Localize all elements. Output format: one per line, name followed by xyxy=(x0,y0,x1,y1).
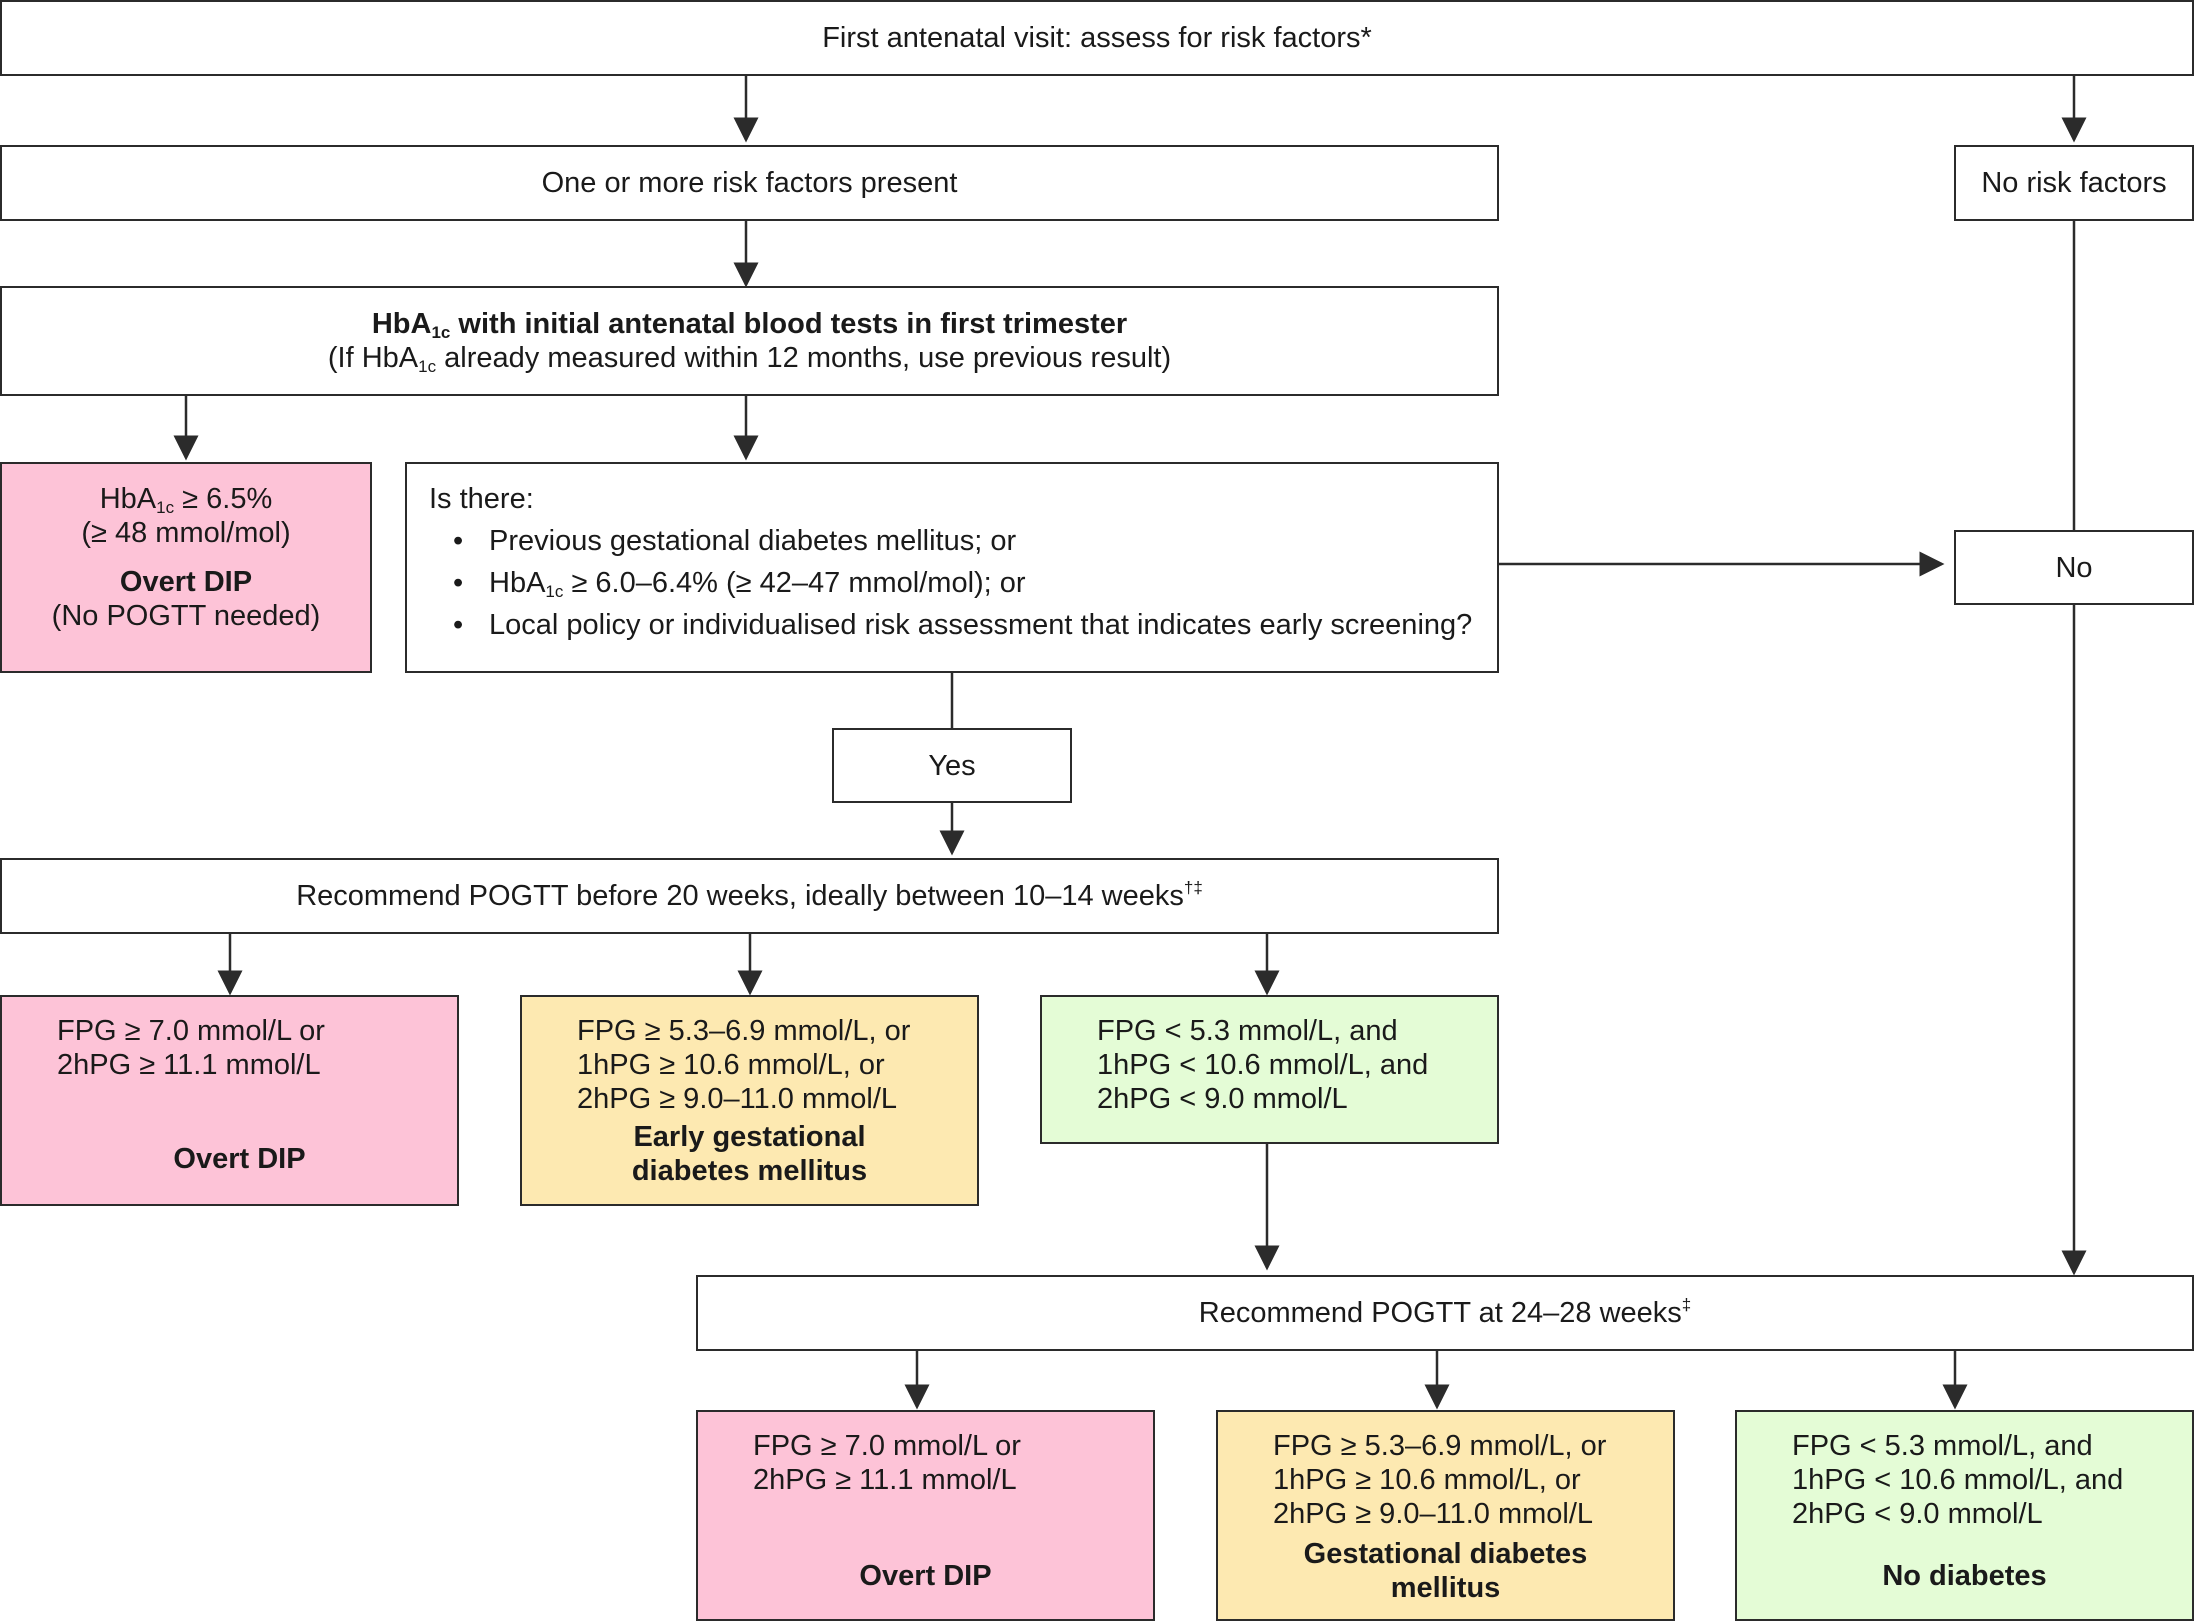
start-box: First antenatal visit: assess for risk f… xyxy=(0,0,2194,76)
overt-early-note: (No POGTT needed) xyxy=(51,600,321,632)
yes-text: Yes xyxy=(928,749,976,782)
no-text: No xyxy=(2055,551,2093,584)
no-box: No xyxy=(1954,530,2194,605)
early-gdm-line2: 1hPG ≥ 10.6 mmol/L, or xyxy=(577,1049,885,1081)
early-gdm-line3: 2hPG ≥ 9.0–11.0 mmol/L xyxy=(577,1083,898,1115)
early-result-normal-box: FPG < 5.3 mmol/L, and 1hPG < 10.6 mmol/L… xyxy=(1040,995,1499,1144)
question-item-2: HbA1c ≥ 6.0–6.4% (≥ 42–47 mmol/mol); or xyxy=(453,566,1497,600)
early-normal-line1: FPG < 5.3 mmol/L, and xyxy=(1097,1015,1398,1047)
early-overt-label: Overt DIP xyxy=(173,1143,306,1175)
late-normal-label: No diabetes xyxy=(1882,1560,2047,1592)
early-overt-line1: FPG ≥ 7.0 mmol/L or xyxy=(57,1015,325,1047)
yes-box: Yes xyxy=(832,728,1072,803)
pogtt-early-box: Recommend POGTT before 20 weeks, ideally… xyxy=(0,858,1499,934)
overt-early-line1: HbA1c ≥ 6.5% xyxy=(99,483,273,517)
hba1c-test-line1: HbA1c with initial antenatal blood tests… xyxy=(371,308,1128,342)
risk-present-text: One or more risk factors present xyxy=(541,167,958,199)
late-normal-line2: 1hPG < 10.6 mmol/L, and xyxy=(1792,1464,2124,1496)
pogtt-late-box: Recommend POGTT at 24–28 weeks‡ xyxy=(696,1275,2194,1351)
late-gdm-line1: FPG ≥ 5.3–6.9 mmol/L, or xyxy=(1273,1430,1607,1462)
overt-early-label: Overt DIP xyxy=(119,566,253,598)
question-item-1: Previous gestational diabetes mellitus; … xyxy=(453,524,1497,558)
pogtt-early-text: Recommend POGTT before 20 weeks, ideally… xyxy=(296,878,1203,912)
early-overt-line2: 2hPG ≥ 11.1 mmol/L xyxy=(57,1049,321,1081)
early-gdm-label: Early gestational diabetes mellitus xyxy=(631,1121,868,1187)
late-result-overt-box: FPG ≥ 7.0 mmol/L or 2hPG ≥ 11.1 mmol/L O… xyxy=(696,1410,1155,1621)
question-list: Previous gestational diabetes mellitus; … xyxy=(429,524,1497,642)
no-risk-text: No risk factors xyxy=(1981,167,2167,199)
hba1c-test-line2: (If HbA1c already measured within 12 mon… xyxy=(327,342,1172,376)
late-result-gdm-box: FPG ≥ 5.3–6.9 mmol/L, or 1hPG ≥ 10.6 mmo… xyxy=(1216,1410,1675,1621)
overt-early-line2: (≥ 48 mmol/mol) xyxy=(81,517,291,549)
late-normal-line1: FPG < 5.3 mmol/L, and xyxy=(1792,1430,2093,1462)
early-result-overt-box: FPG ≥ 7.0 mmol/L or 2hPG ≥ 11.1 mmol/L O… xyxy=(0,995,459,1206)
overt-dip-early-box: HbA1c ≥ 6.5% (≥ 48 mmol/mol) Overt DIP (… xyxy=(0,462,372,673)
late-overt-label: Overt DIP xyxy=(859,1560,992,1592)
late-normal-line3: 2hPG < 9.0 mmol/L xyxy=(1792,1498,2043,1530)
start-text: First antenatal visit: assess for risk f… xyxy=(822,22,1372,54)
late-overt-line1: FPG ≥ 7.0 mmol/L or xyxy=(753,1430,1021,1462)
hba1c-test-box: HbA1c with initial antenatal blood tests… xyxy=(0,286,1499,396)
question-intro: Is there: xyxy=(429,483,534,515)
question-item-3: Local policy or individualised risk asse… xyxy=(453,608,1497,642)
early-gdm-line1: FPG ≥ 5.3–6.9 mmol/L, or xyxy=(577,1015,911,1047)
late-result-normal-box: FPG < 5.3 mmol/L, and 1hPG < 10.6 mmol/L… xyxy=(1735,1410,2194,1621)
no-risk-box: No risk factors xyxy=(1954,145,2194,221)
late-gdm-line2: 1hPG ≥ 10.6 mmol/L, or xyxy=(1273,1464,1581,1496)
question-box: Is there: Previous gestational diabetes … xyxy=(405,462,1499,673)
early-normal-line2: 1hPG < 10.6 mmol/L, and xyxy=(1097,1049,1429,1081)
risk-present-box: One or more risk factors present xyxy=(0,145,1499,221)
late-overt-line2: 2hPG ≥ 11.1 mmol/L xyxy=(753,1464,1017,1496)
pogtt-late-text: Recommend POGTT at 24–28 weeks‡ xyxy=(1198,1295,1692,1329)
late-gdm-label: Gestational diabetes mellitus xyxy=(1303,1538,1588,1604)
early-result-gdm-box: FPG ≥ 5.3–6.9 mmol/L, or 1hPG ≥ 10.6 mmo… xyxy=(520,995,979,1206)
late-gdm-line3: 2hPG ≥ 9.0–11.0 mmol/L xyxy=(1273,1498,1594,1530)
early-normal-line3: 2hPG < 9.0 mmol/L xyxy=(1097,1083,1348,1115)
